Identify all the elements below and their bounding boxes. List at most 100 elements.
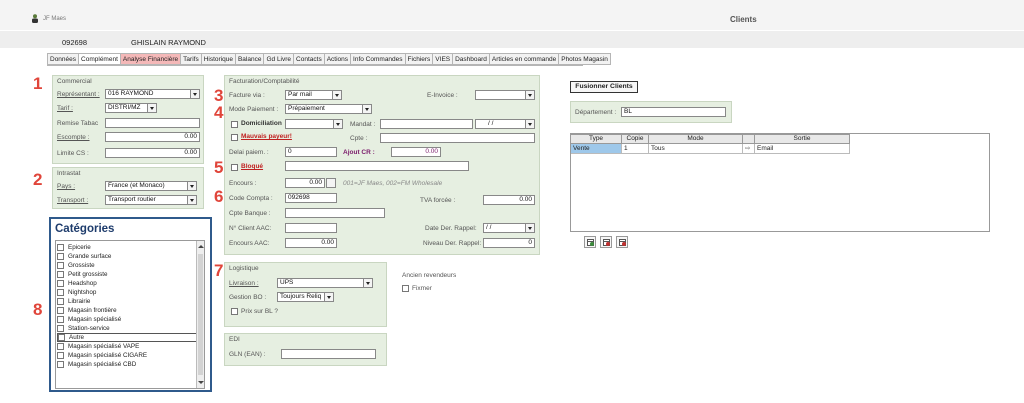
- pays-select[interactable]: France (et Monaco): [105, 181, 197, 191]
- category-item[interactable]: Epicerie: [57, 243, 91, 252]
- livraison-select[interactable]: UPS: [277, 278, 373, 288]
- gestion-bo-select[interactable]: Toujours Reliq: [277, 292, 334, 302]
- chevron-down-icon[interactable]: [362, 105, 371, 113]
- tab-historique[interactable]: Historique: [200, 53, 235, 65]
- category-item[interactable]: Station-service: [57, 324, 110, 333]
- category-item[interactable]: Magasin spécialisé CBD: [57, 360, 136, 369]
- checkbox[interactable]: [58, 334, 65, 341]
- delai-paiement-field[interactable]: 0: [285, 147, 337, 157]
- limite-cs-field[interactable]: 0.00: [105, 148, 200, 158]
- category-item[interactable]: Grossiste: [57, 261, 95, 270]
- category-item[interactable]: Magasin spécialisé VAPE: [57, 342, 139, 351]
- chevron-down-icon[interactable]: [333, 120, 342, 128]
- tab-gd-livre[interactable]: Gd Livre: [263, 53, 294, 65]
- date-rappel-field[interactable]: / /: [483, 223, 535, 233]
- category-item[interactable]: Nightshop: [57, 288, 96, 297]
- category-item-focused[interactable]: Autre: [57, 333, 198, 342]
- checkbox[interactable]: [57, 262, 64, 269]
- tva-forcee-field[interactable]: 0.00: [483, 195, 535, 205]
- tab-vies[interactable]: VIES: [432, 53, 453, 65]
- scroll-down-icon[interactable]: [198, 381, 204, 384]
- bloque-reason-field[interactable]: [285, 161, 469, 171]
- domiciliation-select[interactable]: [285, 119, 343, 129]
- representant-select[interactable]: 016 RAYMOND: [105, 89, 200, 99]
- grid-cell-mode[interactable]: Tous: [649, 144, 743, 154]
- tarif-select[interactable]: DISTRI/MZ: [105, 103, 157, 113]
- tab-articles-en-commande[interactable]: Articles en commande: [488, 53, 559, 65]
- transport-select[interactable]: Transport routier: [105, 195, 197, 205]
- fixmer-checkbox[interactable]: [402, 285, 409, 292]
- tab-actions[interactable]: Actions: [323, 53, 351, 65]
- mode-paiement-select[interactable]: Prépaiement: [285, 104, 372, 114]
- checkbox[interactable]: [57, 271, 64, 278]
- checkbox[interactable]: [57, 352, 64, 359]
- grid-header-type[interactable]: Type: [570, 134, 622, 144]
- edit-row-icon[interactable]: [616, 236, 628, 248]
- grid-header-mode[interactable]: Mode: [649, 134, 743, 144]
- tab-fichiers[interactable]: Fichiers: [404, 53, 433, 65]
- mandat-date-field[interactable]: / /: [475, 119, 535, 129]
- tab-balance[interactable]: Balance: [234, 53, 264, 65]
- tab-complement[interactable]: Complément: [78, 53, 120, 65]
- einvoice-select[interactable]: [475, 90, 535, 100]
- tab-contacts[interactable]: Contacts: [293, 53, 324, 65]
- cpte-banque-field[interactable]: [285, 208, 385, 218]
- checkbox[interactable]: [57, 361, 64, 368]
- fusionner-clients-button[interactable]: Fusionner Clients: [570, 81, 638, 93]
- scroll-up-icon[interactable]: [198, 245, 204, 248]
- tab-info-commandes[interactable]: Info Commandes: [350, 53, 405, 65]
- encours-field[interactable]: 0.00: [285, 178, 325, 188]
- grid-header-sortie[interactable]: Sortie: [755, 134, 850, 144]
- gln-field[interactable]: [281, 349, 376, 359]
- scroll-thumb[interactable]: [198, 254, 203, 375]
- calendar-icon[interactable]: [525, 224, 534, 232]
- delete-row-icon[interactable]: [600, 236, 612, 248]
- tab-dashboard[interactable]: Dashboard: [452, 53, 489, 65]
- category-item[interactable]: Magasin spécialisé CIGARE: [57, 351, 147, 360]
- mandat-field[interactable]: [380, 119, 473, 129]
- checkbox[interactable]: [57, 316, 64, 323]
- category-item[interactable]: Grande surface: [57, 252, 111, 261]
- chevron-down-icon[interactable]: [147, 104, 156, 112]
- domiciliation-checkbox[interactable]: [231, 121, 238, 128]
- prix-bl-checkbox[interactable]: [231, 308, 238, 315]
- mauvais-payeur-checkbox[interactable]: [231, 134, 238, 141]
- chevron-down-icon[interactable]: [187, 196, 196, 204]
- facture-via-select[interactable]: Par mail: [285, 90, 342, 100]
- aac-field[interactable]: [285, 223, 337, 233]
- code-compta-field[interactable]: 092698: [285, 193, 337, 203]
- category-item[interactable]: Petit grossiste: [57, 270, 108, 279]
- category-item[interactable]: Magasin frontière: [57, 306, 117, 315]
- chevron-down-icon[interactable]: [363, 279, 372, 287]
- grid-cell-sortie[interactable]: Email: [755, 144, 850, 154]
- checkbox[interactable]: [57, 325, 64, 332]
- ajout-cr-field[interactable]: 0.00: [391, 147, 441, 157]
- cpte-field[interactable]: [380, 133, 535, 143]
- chevron-down-icon[interactable]: [525, 91, 534, 99]
- categories-scrollbar[interactable]: [196, 241, 204, 388]
- checkbox[interactable]: [57, 343, 64, 350]
- add-row-icon[interactable]: [584, 236, 596, 248]
- tab-donnees[interactable]: Données: [47, 53, 79, 65]
- grid-header-arrow[interactable]: [743, 134, 755, 144]
- chevron-down-icon[interactable]: [190, 90, 199, 98]
- categories-list[interactable]: Epicerie Grande surface Grossiste Petit …: [55, 240, 205, 389]
- tab-tarifs[interactable]: Tarifs: [180, 53, 201, 65]
- chevron-down-icon[interactable]: [525, 120, 534, 128]
- tab-analyse-financiere[interactable]: Analyse Financière: [119, 53, 181, 65]
- checkbox[interactable]: [57, 244, 64, 251]
- checkbox[interactable]: [57, 307, 64, 314]
- chevron-down-icon[interactable]: [324, 293, 333, 301]
- encours-aac-field[interactable]: 0.00: [285, 238, 337, 248]
- checkbox[interactable]: [57, 298, 64, 305]
- chevron-down-icon[interactable]: [187, 182, 196, 190]
- checkbox[interactable]: [57, 289, 64, 296]
- escompte-field[interactable]: 0.00: [105, 132, 200, 142]
- departement-field[interactable]: BL: [621, 107, 726, 117]
- grid-header-copie[interactable]: Copie: [622, 134, 649, 144]
- niveau-rappel-field[interactable]: 0: [483, 238, 535, 248]
- calculator-icon[interactable]: [326, 178, 336, 188]
- remise-tabac-field[interactable]: [105, 118, 200, 128]
- chevron-down-icon[interactable]: [332, 91, 341, 99]
- checkbox[interactable]: [57, 253, 64, 260]
